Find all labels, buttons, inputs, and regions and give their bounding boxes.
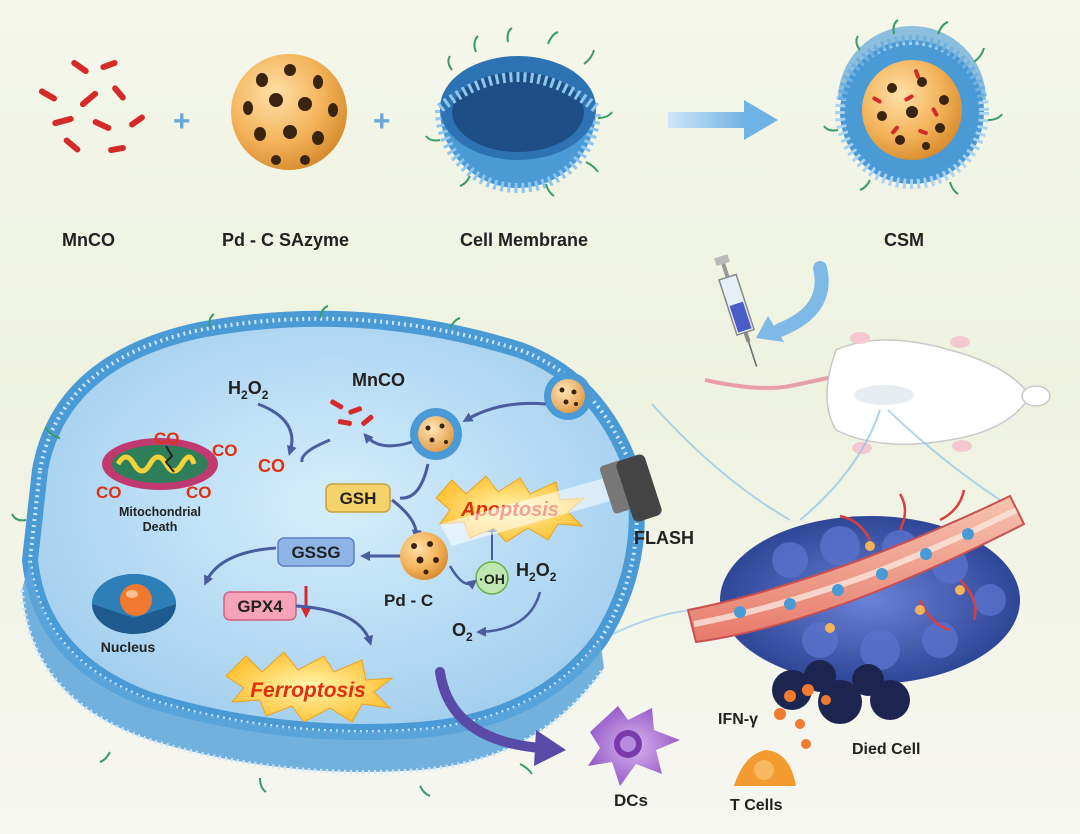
dendritic-cell-icon — [588, 706, 680, 786]
injection-arrowhead — [756, 316, 784, 342]
syringe-icon — [714, 254, 758, 367]
immune-activation-arrowhead — [534, 730, 566, 766]
nucleus-icon — [92, 574, 176, 634]
co-label: CO — [258, 456, 285, 476]
t-cells-label: T Cells — [730, 797, 783, 814]
mito-death-label-1: Mitochondrial — [119, 505, 201, 519]
plus-sign-2: + — [373, 105, 391, 138]
cell-membrane-icon — [425, 27, 613, 197]
gpx4-label: GPX4 — [237, 597, 283, 616]
csm-nanoparticle-icon — [823, 19, 1003, 195]
h2o2-arrow — [257, 402, 297, 456]
co-label-mito2: CO — [212, 441, 238, 460]
gssg-box: GSSG — [277, 537, 355, 567]
hydroxyl-radical-icon — [475, 561, 509, 595]
synthesis-arrow-icon — [668, 100, 778, 140]
cell-mnco-label: MnCO — [352, 370, 405, 390]
immune-activation-arrow — [435, 667, 545, 753]
guide-line-3 — [887, 409, 1001, 501]
guide-line — [651, 403, 791, 521]
t-cell-icon — [734, 750, 796, 786]
uptake-arrow — [462, 401, 547, 423]
ifn-gamma-icon — [774, 684, 831, 749]
h2o2-label: H2O2 — [228, 378, 269, 402]
cell-mnco-rods-icon — [330, 399, 374, 426]
vessel-particles — [734, 528, 974, 633]
mito-death-label-2: Death — [143, 520, 178, 534]
h2o2-label-2: H2O2 — [516, 560, 557, 584]
mnco-rods-icon — [38, 59, 145, 154]
pdc-oh-arrow — [448, 565, 478, 590]
gpx4-box: GPX4 — [223, 591, 297, 621]
co-arrow — [300, 438, 331, 463]
plus-sign: + — [173, 105, 191, 138]
release-arrow — [363, 432, 413, 448]
cell-pdc-label: Pd - C — [384, 591, 433, 610]
o2-label: O2 — [452, 620, 473, 644]
flash-label: FLASH — [634, 528, 694, 548]
gsh-pdc-arrow — [391, 498, 422, 540]
nucleus-label: Nucleus — [101, 639, 156, 655]
gpx4-ferroptosis-arrow — [295, 604, 373, 646]
dcs-label: DCs — [614, 791, 648, 810]
gssg-label: GSSG — [291, 543, 340, 562]
mnco-label: MnCO — [62, 230, 115, 250]
particle-gsh-arrow — [399, 463, 430, 500]
gsh-label: GSH — [340, 489, 377, 508]
gssg-nucleus-arrow — [204, 546, 277, 586]
cell-membrane-label: Cell Membrane — [460, 230, 588, 250]
died-cell-label: Died Cell — [852, 741, 920, 758]
pdc-sazyme-label: Pd - C SAzyme — [222, 230, 349, 250]
internalized-particle-icon — [410, 408, 462, 460]
guide-line-2 — [799, 409, 881, 521]
co-label-mito1: CO — [154, 429, 180, 448]
ferroptosis-burst: Ferroptosis — [225, 651, 394, 723]
ifn-label: IFN-γ — [718, 711, 758, 728]
mitochondria-icon — [102, 438, 218, 490]
csm-label: CSM — [884, 230, 924, 250]
co-label-mito3: CO — [96, 483, 122, 502]
ferroptosis-label: Ferroptosis — [250, 679, 366, 702]
flash-lamp-icon — [440, 454, 662, 546]
pdc-sazyme-icon — [231, 54, 347, 170]
injection-arrow — [773, 261, 829, 337]
h2o2-o2-arrow — [476, 591, 542, 637]
gsh-box: GSH — [325, 483, 391, 513]
oh-label: ·OH — [479, 571, 505, 587]
endocytosis-particle-icon — [544, 372, 592, 420]
blood-vessel-icon — [686, 489, 1026, 644]
co-label-mito4: CO — [186, 483, 212, 502]
cell-pdc-icon — [400, 532, 448, 580]
